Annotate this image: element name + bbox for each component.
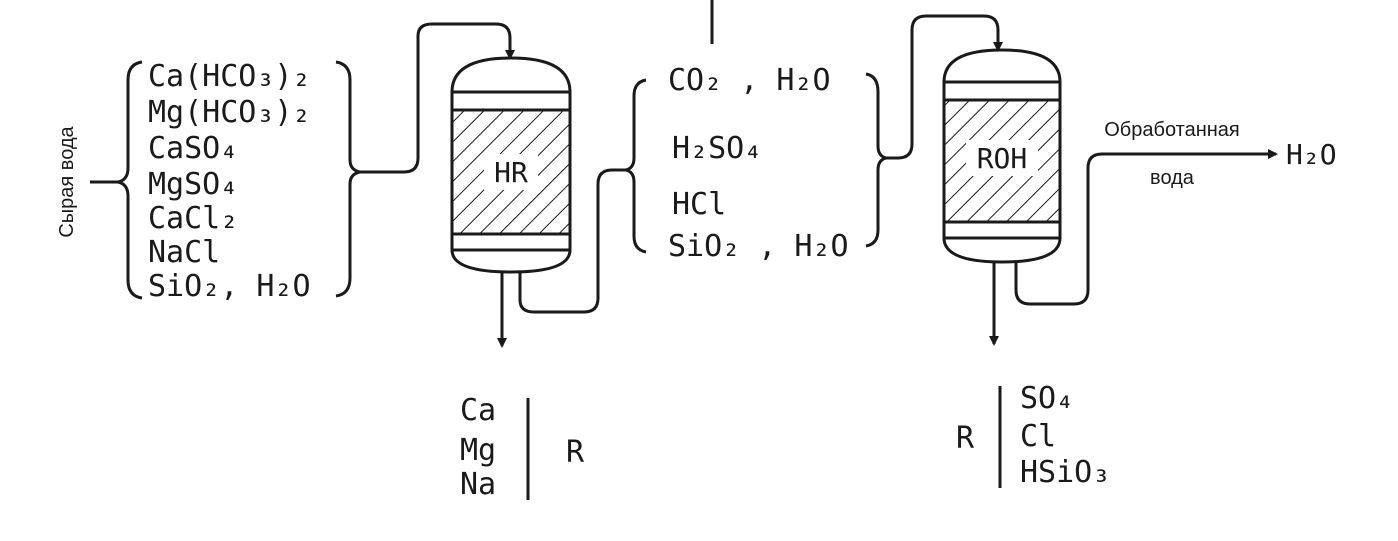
anion-filter-vessel: ROH: [942, 48, 1062, 264]
cation-retained-resin: R: [566, 435, 585, 470]
anion-retained-ion-so4: SO₄: [1020, 381, 1074, 416]
anion-retained-block: R SO₄ Cl HSiO₃: [956, 381, 1110, 490]
input-caso4: CaSO₄: [148, 131, 238, 166]
cation-filter-label: HR: [494, 156, 528, 189]
input-mgso4: MgSO₄: [148, 167, 238, 202]
treated-water-label-line1: Обработанная: [1104, 119, 1240, 141]
pipe-treated-water-outlet: [1014, 149, 1278, 306]
intermediate-h2so4: H₂SO₄: [672, 131, 762, 166]
intermediate-composition: CO₂ , H₂O H₂SO₄ HCl SiO₂ , H₂O: [668, 63, 849, 264]
cation-retained-ion-ca: Ca: [460, 393, 496, 428]
intermediate-right-brace: [865, 72, 887, 248]
anion-filter-label: ROH: [977, 142, 1028, 175]
raw-water-label: Сырая вода: [56, 125, 78, 237]
anion-retained-resin: R: [956, 421, 975, 456]
intermediate-co2-h2o: CO₂ , H₂O: [668, 63, 831, 98]
input-composition: Ca(HCO₃)₂ Mg(HCO₃)₂ CaSO₄ MgSO₄ CaCl₂ Na…: [148, 59, 311, 304]
anion-retained-ion-cl: Cl: [1020, 419, 1056, 454]
intermediate-left-brace: [625, 78, 647, 254]
treated-water-label-line2: вода: [1150, 167, 1195, 189]
intermediate-sio2-h2o: SiO₂ , H₂O: [668, 229, 849, 264]
cation-retained-block: Ca Mg Na R: [460, 393, 585, 502]
input-right-brace: [335, 60, 361, 298]
cation-retained-ion-na: Na: [460, 467, 496, 502]
cation-filter-vessel: HR: [450, 56, 572, 274]
cation-retained-ion-mg: Mg: [460, 433, 496, 468]
input-cacl2: CaCl₂: [148, 201, 238, 236]
input-sio2-h2o: SiO₂, H₂O: [148, 269, 311, 304]
intermediate-hcl: HCl: [672, 187, 726, 222]
treated-water-product: H₂O: [1286, 138, 1337, 171]
anion-retained-ion-hsio3: HSiO₃: [1020, 455, 1110, 490]
input-ca-hco3: Ca(HCO₃)₂: [148, 59, 311, 94]
pipe-cation-to-intermediate: [518, 168, 626, 314]
pipe-to-cation-filter: [360, 22, 515, 174]
input-left-brace: [117, 60, 143, 300]
pipe-to-anion-filter: [886, 14, 1003, 160]
input-nacl: NaCl: [148, 235, 220, 270]
input-mg-hco3: Mg(HCO₃)₂: [148, 95, 311, 130]
